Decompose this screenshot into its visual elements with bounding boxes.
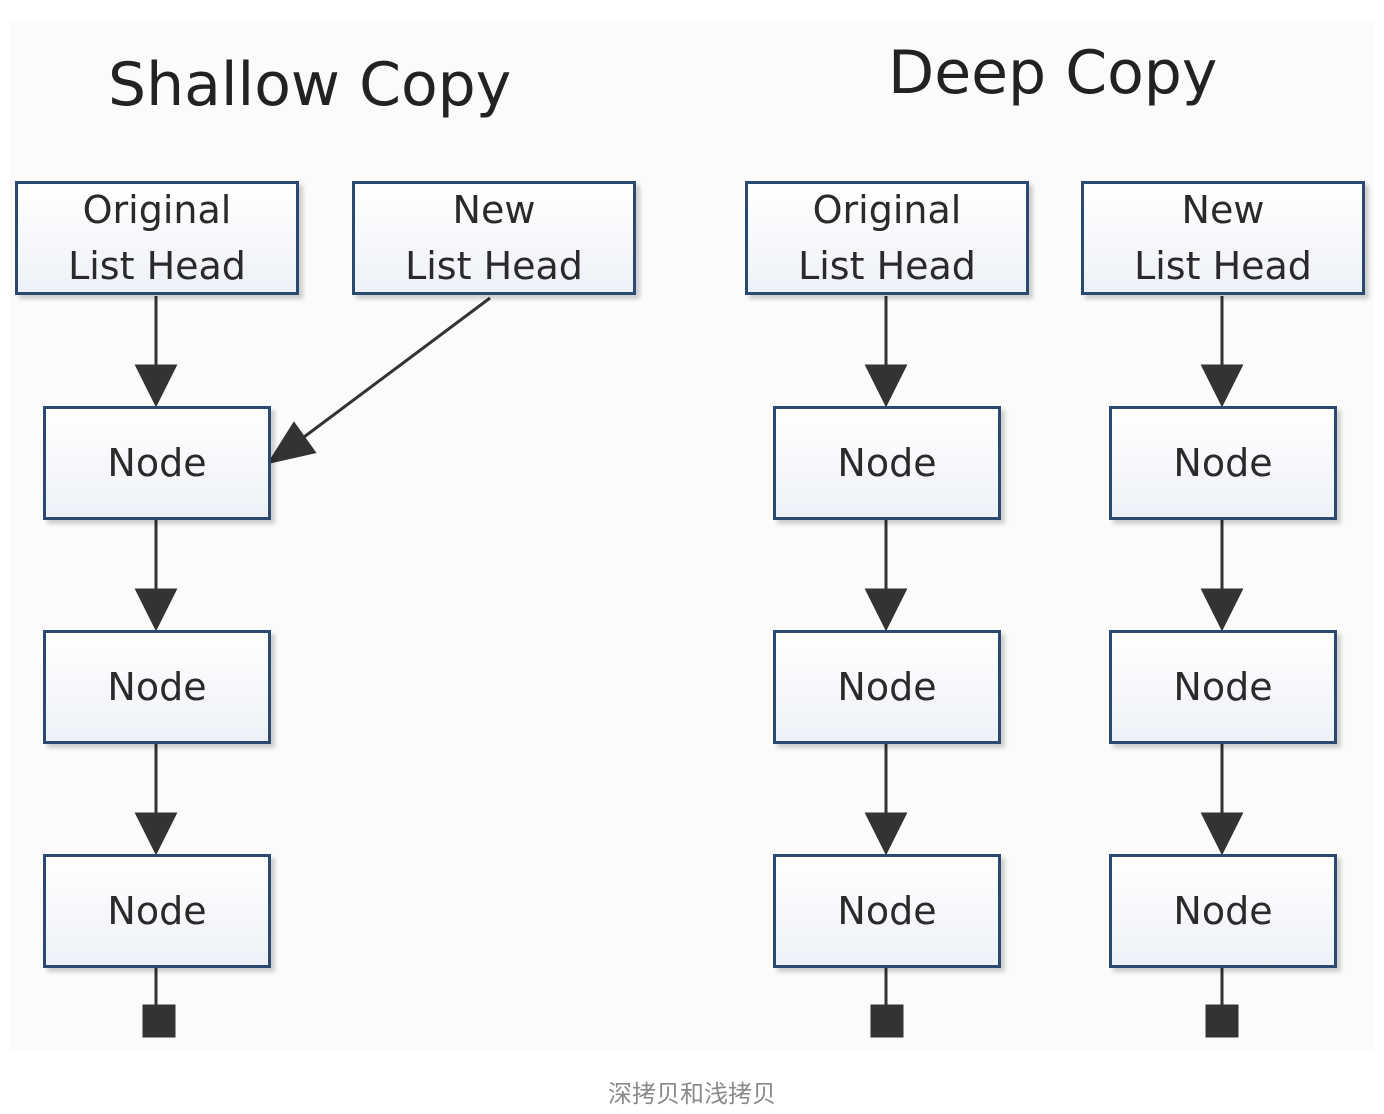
arrowhead-deep-orig-node2-to-node3	[864, 812, 908, 856]
shallow-original-head-line2: List Head	[68, 244, 246, 288]
deep-new-node-3-label: Node	[1173, 889, 1273, 933]
deep-new-node-2-label: Node	[1173, 665, 1273, 709]
deep-original-node-2-label: Node	[837, 665, 937, 709]
deep-original-node-2: Node	[773, 630, 1001, 744]
null-terminator-shallow	[142, 1004, 176, 1038]
arrowhead-deep-orig-head-to-node1	[864, 364, 908, 408]
deep-new-head-line1: New	[1181, 188, 1265, 232]
arrowhead-shallow-node1-to-node2	[134, 588, 178, 632]
shallow-node-1-label: Node	[107, 441, 207, 485]
null-terminator-deep-original	[870, 1004, 904, 1038]
deep-original-node-3: Node	[773, 854, 1001, 968]
shallow-original-list-head: Original List Head	[15, 181, 299, 295]
arrowhead-deep-new-node1-to-node2	[1200, 588, 1244, 632]
deep-original-node-1: Node	[773, 406, 1001, 520]
deep-copy-title: Deep Copy	[888, 38, 1218, 108]
shallow-new-head-line1: New	[452, 188, 536, 232]
shallow-node-3-label: Node	[107, 889, 207, 933]
shallow-node-3: Node	[43, 854, 271, 968]
arrowhead-deep-orig-node1-to-node2	[864, 588, 908, 632]
shallow-node-2-label: Node	[107, 665, 207, 709]
arrowhead-shallow-newhead-to-node1	[266, 421, 317, 465]
shallow-node-2: Node	[43, 630, 271, 744]
deep-new-node-2: Node	[1109, 630, 1337, 744]
deep-original-list-head: Original List Head	[745, 181, 1029, 295]
shallow-node-1: Node	[43, 406, 271, 520]
shallow-new-head-line2: List Head	[405, 244, 583, 288]
deep-new-list-head: New List Head	[1081, 181, 1365, 295]
arrowhead-shallow-head-to-node1	[134, 364, 178, 408]
shallow-copy-title: Shallow Copy	[108, 50, 512, 120]
deep-new-node-3: Node	[1109, 854, 1337, 968]
figure-caption: 深拷贝和浅拷贝	[608, 1080, 776, 1108]
deep-original-head-line1: Original	[812, 188, 962, 232]
deep-new-head-line2: List Head	[1134, 244, 1312, 288]
deep-original-node-3-label: Node	[837, 889, 937, 933]
null-terminator-deep-new	[1205, 1004, 1239, 1038]
shallow-new-list-head: New List Head	[352, 181, 636, 295]
deep-new-node-1-label: Node	[1173, 441, 1273, 485]
shallow-original-head-line1: Original	[82, 188, 232, 232]
arrowhead-deep-new-head-to-node1	[1200, 364, 1244, 408]
deep-original-head-line2: List Head	[798, 244, 976, 288]
arrowhead-deep-new-node2-to-node3	[1200, 812, 1244, 856]
arrowhead-shallow-node2-to-node3	[134, 812, 178, 856]
arrow-shallow-newhead-to-node1	[299, 296, 491, 442]
deep-original-node-1-label: Node	[837, 441, 937, 485]
deep-new-node-1: Node	[1109, 406, 1337, 520]
